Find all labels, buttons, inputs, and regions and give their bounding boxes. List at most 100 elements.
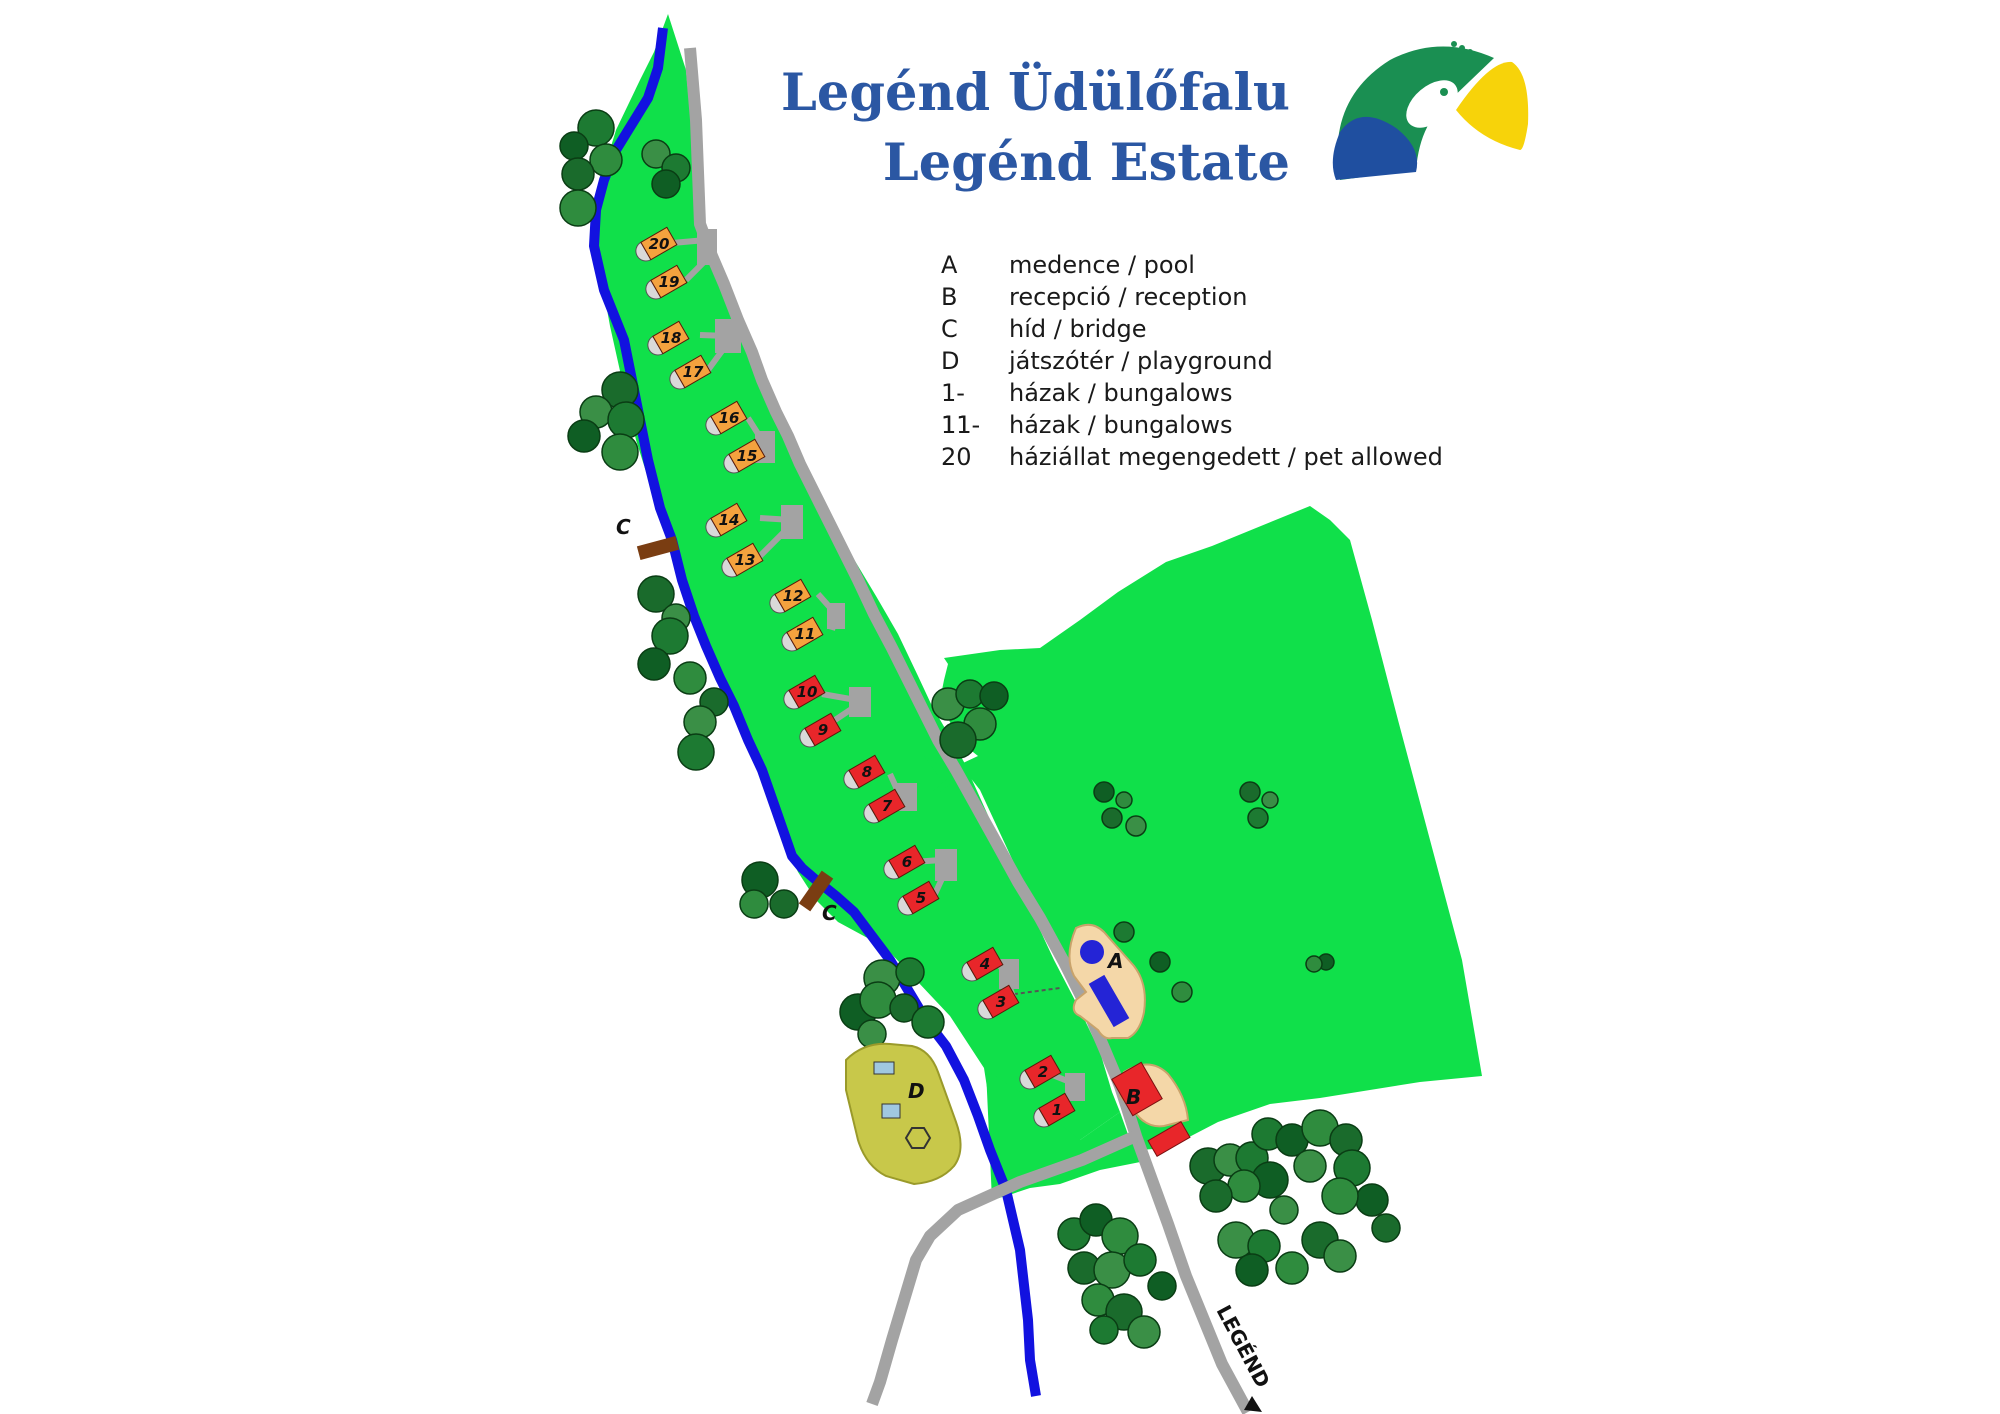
bungalow-number: 7: [882, 797, 893, 815]
road-arrow-icon: [1244, 1396, 1262, 1412]
bungalow-7: 7: [863, 788, 906, 824]
side-road: [866, 1130, 1139, 1407]
bungalow-roof: [728, 438, 766, 473]
bungalow-terrace: [781, 631, 798, 652]
legend-desc: recepció / reception: [1009, 283, 1248, 311]
tree: [589, 143, 623, 177]
river: [589, 27, 1041, 1397]
bridge-north: [636, 536, 680, 560]
legend-desc: háziállat megengedett / pet allowed: [1009, 443, 1443, 471]
bungalow-terrace: [721, 557, 738, 578]
bungalow-roof: [674, 354, 712, 389]
tree: [1101, 807, 1123, 829]
bungalow-number: 15: [737, 447, 758, 465]
tree: [567, 419, 601, 453]
peacock-logo: [1332, 41, 1529, 181]
bungalow-roof: [902, 880, 940, 915]
bungalow-roof: [710, 502, 748, 537]
tree: [1293, 1149, 1327, 1183]
legend-desc: házak / bungalows: [1009, 379, 1233, 407]
bungalow-number: 11: [795, 625, 816, 643]
bungalow-terrace: [769, 593, 786, 614]
tree: [1371, 1213, 1401, 1243]
bungalow-roof: [868, 788, 906, 823]
bungalow-number: 20: [649, 235, 670, 253]
tree: [1269, 1195, 1299, 1225]
legend-key: 1-11: [941, 379, 972, 439]
bungalow-number: 2: [1038, 1063, 1048, 1081]
logo-yellow-segment: [1456, 61, 1529, 150]
bungalow-9: 9: [799, 712, 842, 748]
bungalow-5: 5: [897, 880, 940, 916]
tree: [1113, 921, 1135, 943]
tree: [1115, 791, 1133, 809]
bungalow-17: 17: [669, 354, 712, 390]
bungalow-2: 2: [1019, 1054, 1062, 1090]
tree: [559, 189, 597, 227]
bungalow-terrace: [635, 241, 652, 262]
playground-sandpit-icon: [904, 1127, 932, 1149]
main-road: [684, 47, 1254, 1414]
tree: [607, 401, 645, 439]
playground-swing-icon: [881, 1103, 901, 1119]
bungalow-number: 6: [902, 853, 912, 871]
bungalow-16: 16: [705, 400, 748, 436]
bungalow-number: 3: [996, 993, 1006, 1011]
tree: [683, 705, 717, 739]
tree: [1235, 1253, 1269, 1287]
legend-desc: medence / pool: [1009, 251, 1195, 279]
bungalow-terrace: [705, 517, 722, 538]
bungalow-terrace: [783, 689, 800, 710]
bungalow-roof: [650, 264, 688, 299]
playground-bench-icon: [873, 1061, 895, 1075]
tree: [1147, 1271, 1177, 1301]
bungalow-terrace: [645, 279, 662, 300]
bungalow-number: 13: [735, 551, 756, 569]
tree: [1149, 951, 1171, 973]
bungalow-number: 1: [1052, 1101, 1062, 1119]
tree: [1261, 791, 1279, 809]
tree: [1247, 807, 1269, 829]
bungalow-roof: [982, 984, 1020, 1019]
bridge-north-label: C: [616, 515, 631, 539]
logo-blue-segment: [1332, 116, 1418, 180]
tree: [895, 957, 925, 987]
estate-grass-lower: [986, 1070, 1150, 1200]
bungalow-roof: [848, 754, 886, 789]
bungalow-number: 18: [661, 329, 682, 347]
tree: [1089, 1315, 1119, 1345]
bungalow-roof: [786, 616, 824, 651]
bungalow-10: 10: [783, 674, 826, 710]
tree: [637, 575, 675, 613]
reception-annex: [1147, 1121, 1191, 1157]
bungalow-terrace: [705, 415, 722, 436]
bungalow-roof: [726, 542, 764, 577]
bungalow-roof: [888, 844, 926, 879]
reception-area: B: [1111, 1061, 1191, 1157]
tree: [1093, 781, 1115, 803]
tree: [979, 681, 1009, 711]
bungalow-terrace: [647, 335, 664, 356]
bungalow-number: 9: [818, 721, 828, 739]
bungalow-18: 18: [647, 320, 690, 356]
bungalow-paths: [671, 229, 1085, 1112]
bungalow-terrace: [843, 769, 860, 790]
legend-desc: házak / bungalows: [1009, 411, 1233, 439]
tree: [561, 157, 595, 191]
legend-key: 11-20: [941, 411, 981, 471]
bungalow-terrace: [723, 453, 740, 474]
bungalow-number: 10: [797, 683, 818, 701]
tree: [889, 993, 919, 1023]
bungalow-14: 14: [705, 502, 748, 538]
bungalow-terrace: [863, 803, 880, 824]
tree: [1321, 1177, 1359, 1215]
tree: [1199, 1179, 1233, 1213]
bungalow-terrace: [1033, 1107, 1050, 1128]
legend-desc: híd / bridge: [1009, 315, 1147, 343]
bungalow-terrace: [977, 999, 994, 1020]
tree: [1123, 1243, 1157, 1277]
tree: [637, 647, 671, 681]
bungalow-terrace: [883, 859, 900, 880]
estate-grass-strip: [592, 14, 1120, 1192]
tree: [911, 1005, 945, 1039]
